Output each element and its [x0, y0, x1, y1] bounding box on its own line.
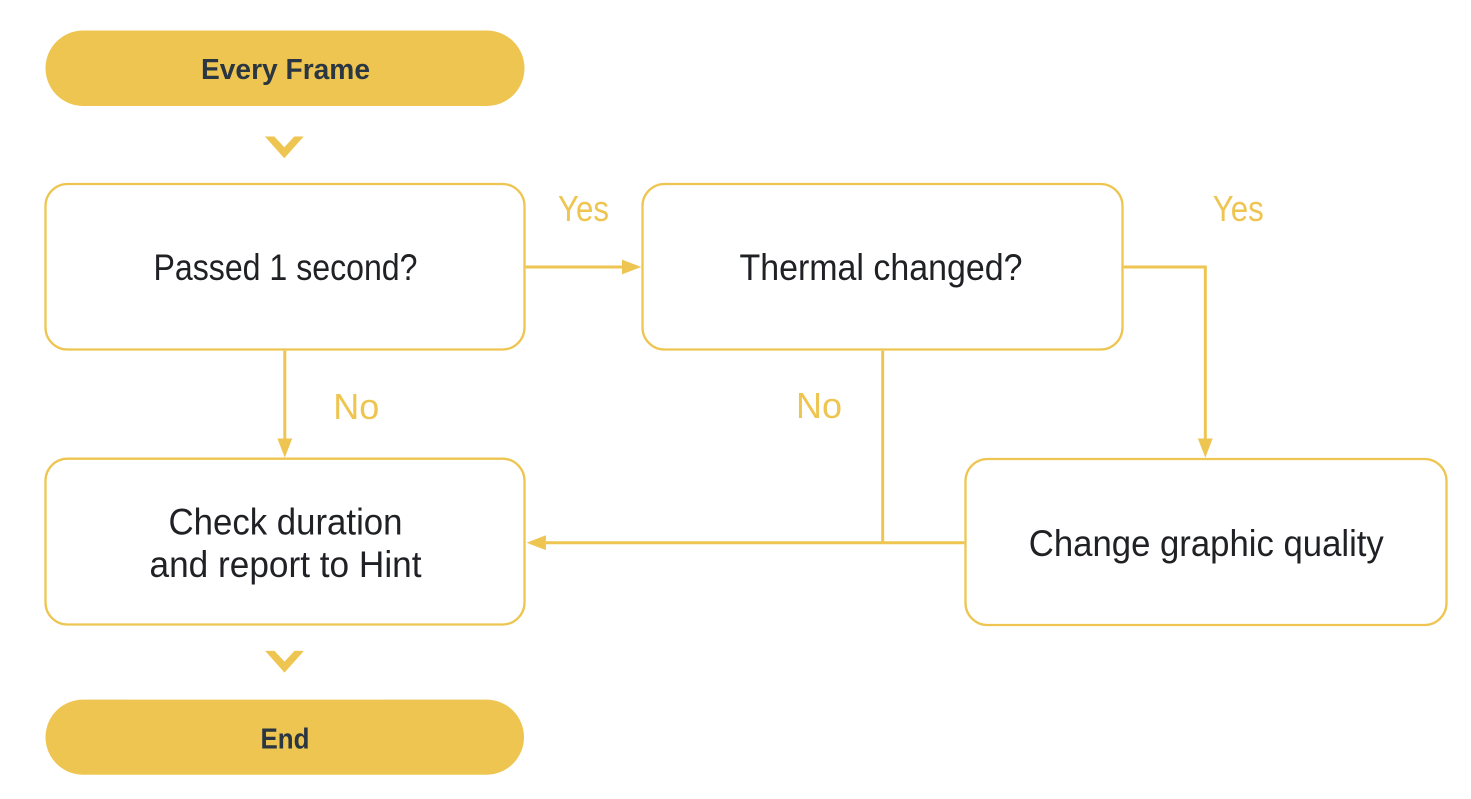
svg-text:Yes: Yes — [558, 188, 609, 229]
svg-text:Yes: Yes — [1213, 188, 1264, 229]
svg-text:Passed 1 second?: Passed 1 second? — [154, 247, 418, 288]
svg-text:No: No — [333, 386, 379, 427]
svg-text:End: End — [261, 724, 310, 756]
svg-text:No: No — [796, 385, 842, 426]
svg-text:Check duration: Check duration — [169, 502, 403, 543]
svg-text:Thermal changed?: Thermal changed? — [740, 247, 1023, 288]
svg-text:Every Frame: Every Frame — [201, 54, 370, 86]
svg-text:Change graphic quality: Change graphic quality — [1029, 523, 1384, 564]
svg-text:and report to Hint: and report to Hint — [150, 544, 423, 585]
